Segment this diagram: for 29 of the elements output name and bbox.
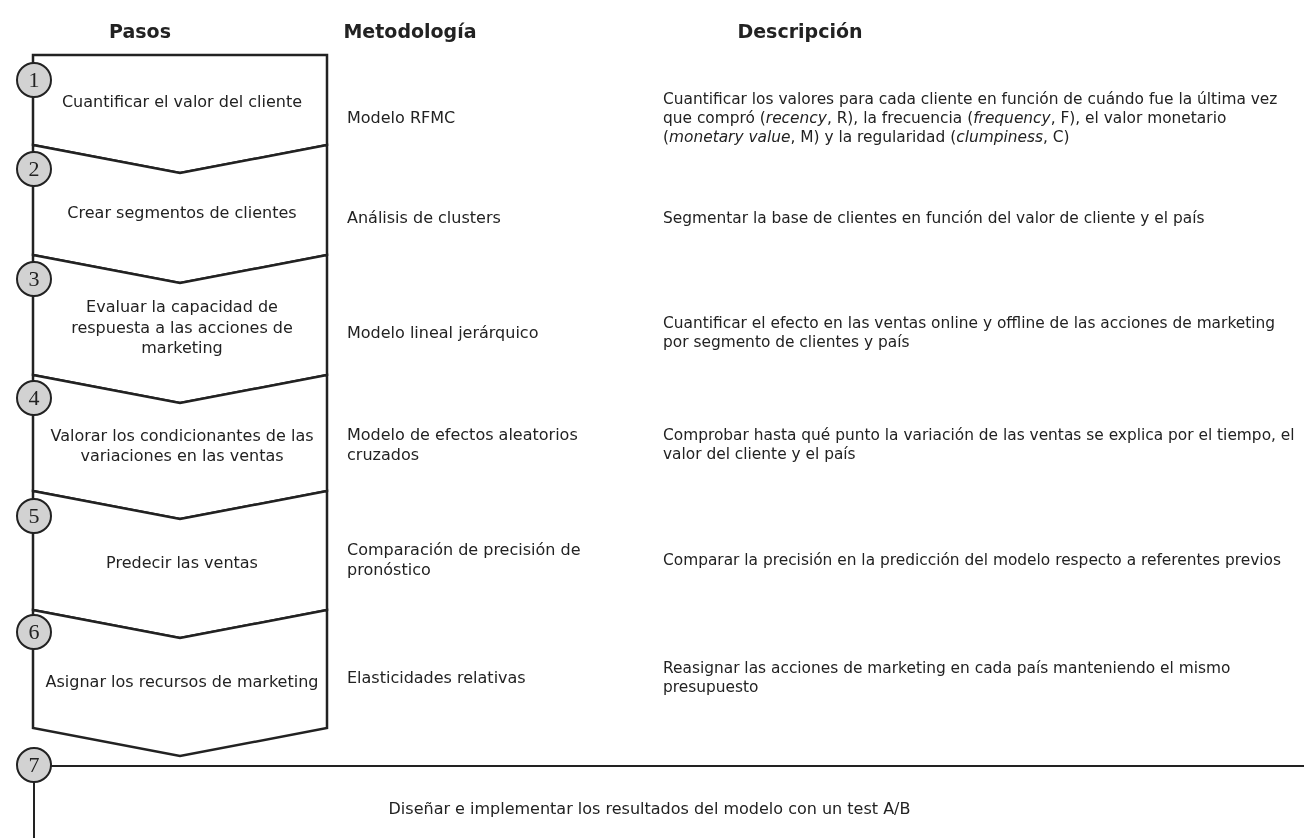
step-number-circle: 7 [16, 747, 52, 783]
step-number-circle: 1 [16, 62, 52, 98]
column-header: Pasos [109, 20, 171, 42]
methodology-text: Análisis de clusters [347, 208, 502, 228]
step-number-circle: 2 [16, 151, 52, 187]
step-text: Valorar los condicionantes de las variaciones en las ventas [49, 424, 315, 467]
description-text: Comparar la precisión en la predicción del modelo respecto a referentes previos [663, 550, 1282, 570]
methodology-text: Elasticidades relativas [347, 668, 527, 688]
description-text: Cuantificar el efecto en las ventas online y offline de las acciones de marketing por segmento de clientes y país [663, 314, 1277, 352]
step-text: Asignar los recursos de marketing [45, 670, 319, 693]
description-text: Comprobar hasta qué punto la variación de las ventas se explica por el tiempo, el valor del cliente y el país [663, 426, 1296, 464]
column-header: Metodología [343, 20, 477, 42]
description-text: Cuantificar los valores para cada cliente en función de cuándo fue la última vez que compró (recency, R), la frecuencia (frequency, F), el valor monetario (monetary value, M) y la regularidad (clumpiness, C) [663, 89, 1279, 147]
methodology-text: Comparación de precisión de pronóstico [347, 540, 582, 580]
description-text: Reasignar las acciones de marketing en cada país manteniendo el mismo presupuesto [663, 659, 1232, 697]
step-text: Crear segmentos de clientes [66, 201, 298, 224]
step-number-circle: 4 [16, 380, 52, 416]
step-text: Diseñar e implementar los resultados del modelo con un test A/B [388, 799, 911, 818]
step-text: Cuantificar el valor del cliente [60, 90, 304, 113]
step-text: Predecir las ventas [105, 552, 259, 575]
step-text: Evaluar la capacidad de respuesta a las acciones de marketing [70, 296, 294, 360]
description-text: Segmentar la base de clientes en función del valor de cliente y el país [663, 208, 1206, 228]
step-number-circle: 5 [16, 498, 52, 534]
step-number-circle: 3 [16, 261, 52, 297]
step-number-circle: 6 [16, 614, 52, 650]
methodology-text: Modelo de efectos aleatorios cruzados [347, 425, 579, 465]
methodology-text: Modelo lineal jerárquico [347, 323, 540, 343]
methodology-text: Modelo RFMC [347, 108, 457, 128]
column-header: Descripción [737, 20, 863, 42]
